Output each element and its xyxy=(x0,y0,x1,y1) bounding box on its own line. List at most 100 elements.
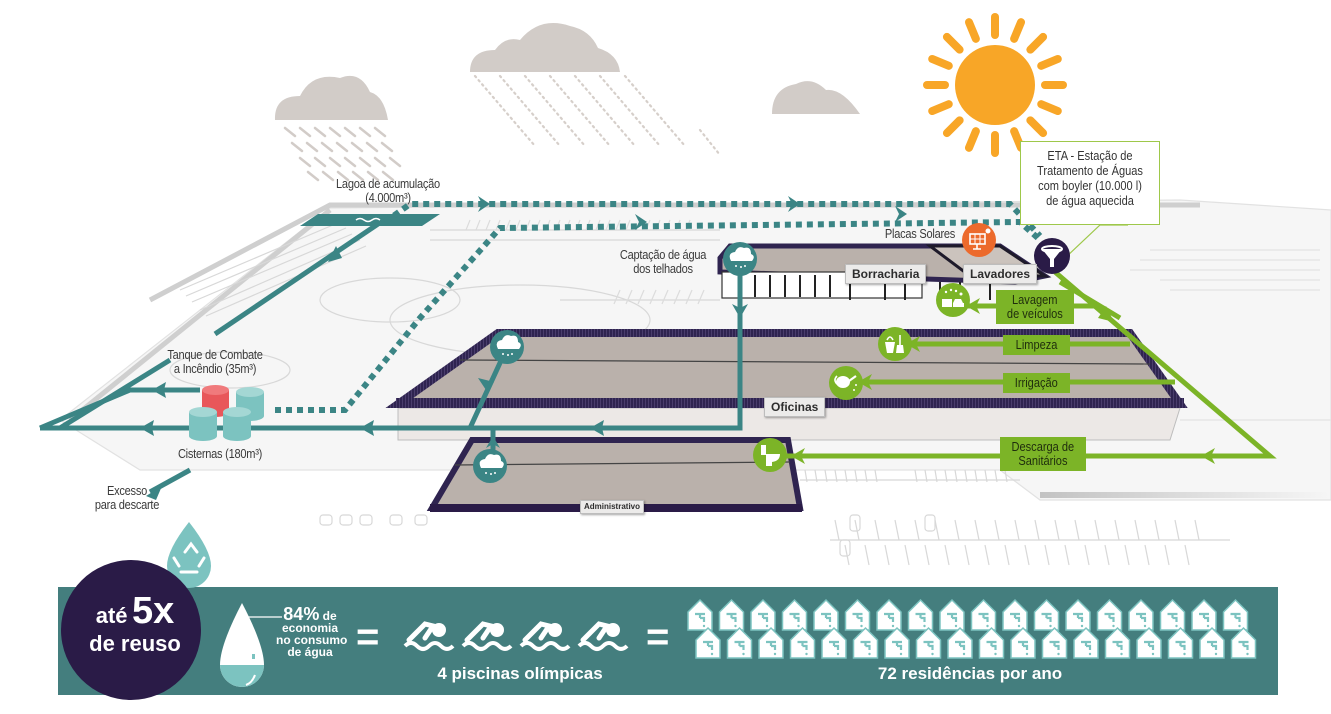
sun-ray xyxy=(942,116,964,138)
house-icon xyxy=(1230,626,1257,659)
house-icon xyxy=(1041,626,1068,659)
swimmer-icon xyxy=(519,621,571,651)
sun-ray xyxy=(1010,127,1026,152)
sun-ray xyxy=(1026,116,1048,138)
car-wash-icon xyxy=(936,283,970,317)
rain-collector-icon xyxy=(473,449,507,483)
sun-icon xyxy=(923,13,1067,157)
building-label-borracharia: Borracharia xyxy=(845,264,927,284)
building-label-administrativo: Administrativo xyxy=(580,500,645,514)
house-icon xyxy=(947,626,973,659)
house-icon xyxy=(844,598,871,631)
solar-panel-icon xyxy=(962,223,996,257)
equals-sign: = xyxy=(356,615,380,659)
economy-line: economia xyxy=(281,621,338,635)
sun-ray xyxy=(928,54,953,70)
house-icon xyxy=(1199,626,1225,659)
house-icon xyxy=(915,626,942,659)
sun-ray xyxy=(964,127,980,152)
house-icon xyxy=(781,598,808,631)
lagoa-pond xyxy=(300,214,440,226)
swimmer-icon xyxy=(577,621,629,651)
sun-ray xyxy=(942,32,964,54)
house-icon xyxy=(1002,598,1028,631)
house-icon xyxy=(750,598,776,631)
building-label-lavadores: Lavadores xyxy=(963,264,1038,284)
cloud-center-icon xyxy=(470,23,687,148)
house-icon xyxy=(876,598,902,631)
house-icons xyxy=(687,598,1257,659)
house-icon xyxy=(1073,626,1099,659)
economy-line: no consumo xyxy=(276,633,348,647)
water-drop-icon xyxy=(220,603,282,687)
house-icon xyxy=(1033,598,1060,631)
sun-ray xyxy=(928,100,953,116)
economy-de: de xyxy=(322,609,337,623)
house-icon xyxy=(1191,598,1217,631)
house-icon xyxy=(687,598,713,631)
house-icon xyxy=(939,598,965,631)
house-icon xyxy=(1010,626,1036,659)
cistern-tanks-icon xyxy=(189,387,264,441)
house-icon xyxy=(907,598,934,631)
watering-can-icon xyxy=(829,366,863,400)
house-icon xyxy=(1065,598,1091,631)
sun-ray xyxy=(1037,54,1062,70)
sun-ray xyxy=(1026,32,1048,54)
green-arrowheads xyxy=(791,298,1215,464)
swimmer-icons xyxy=(403,621,629,651)
teal-pipes xyxy=(39,221,743,495)
houses-label: 72 residências por ano xyxy=(877,664,1063,683)
reuse-suffix: de reuso xyxy=(89,631,181,656)
house-icon xyxy=(1096,598,1123,631)
sun-ray xyxy=(1037,100,1062,116)
house-icon xyxy=(852,626,879,659)
cloud-left-icon xyxy=(274,75,402,182)
house-icon xyxy=(821,626,847,659)
house-icon xyxy=(695,626,721,659)
swimmer-icon xyxy=(403,621,455,651)
rain-collector-icon xyxy=(723,242,757,276)
economy-percent: 84% xyxy=(283,604,320,624)
pools-label: 4 piscinas olímpicas xyxy=(437,664,603,683)
house-icon xyxy=(884,626,910,659)
callout-leader-line xyxy=(1064,224,1128,259)
house-icon xyxy=(758,626,784,659)
sun-ray xyxy=(964,18,980,43)
reuse-prefix: até xyxy=(95,603,128,628)
teal-arrowheads xyxy=(140,246,748,500)
house-icon xyxy=(718,598,745,631)
house-icon xyxy=(1104,626,1131,659)
rain-collector-icon xyxy=(490,330,524,364)
use-label-limpeza: Limpeza xyxy=(1003,335,1070,355)
label-placas-solares: Placas Solares xyxy=(884,226,956,241)
cloud-right-icon xyxy=(772,81,860,114)
rain-trail xyxy=(698,128,722,157)
economy-line: de água xyxy=(287,645,333,659)
house-icon xyxy=(789,626,816,659)
house-icon xyxy=(726,626,753,659)
swimmer-icon xyxy=(461,621,513,651)
reuse-circle xyxy=(61,560,201,700)
house-icon xyxy=(1128,598,1154,631)
house-icon xyxy=(978,626,1005,659)
equals-sign: = xyxy=(646,615,670,659)
house-icon xyxy=(970,598,997,631)
sun-ray xyxy=(1010,18,1026,43)
house-icon xyxy=(813,598,839,631)
use-label-irrigacao: Irrigação xyxy=(1003,373,1070,393)
label-lagoa: Lagoa de acumulação(4.000m³) xyxy=(336,176,440,205)
cleaning-bucket-icon xyxy=(878,327,912,361)
house-icon xyxy=(1167,626,1194,659)
building-label-oficinas: Oficinas xyxy=(764,397,826,417)
reuse-text: até 5x de reuso xyxy=(70,590,200,655)
house-icon xyxy=(1136,626,1162,659)
funnel-filter-icon xyxy=(1034,238,1070,274)
